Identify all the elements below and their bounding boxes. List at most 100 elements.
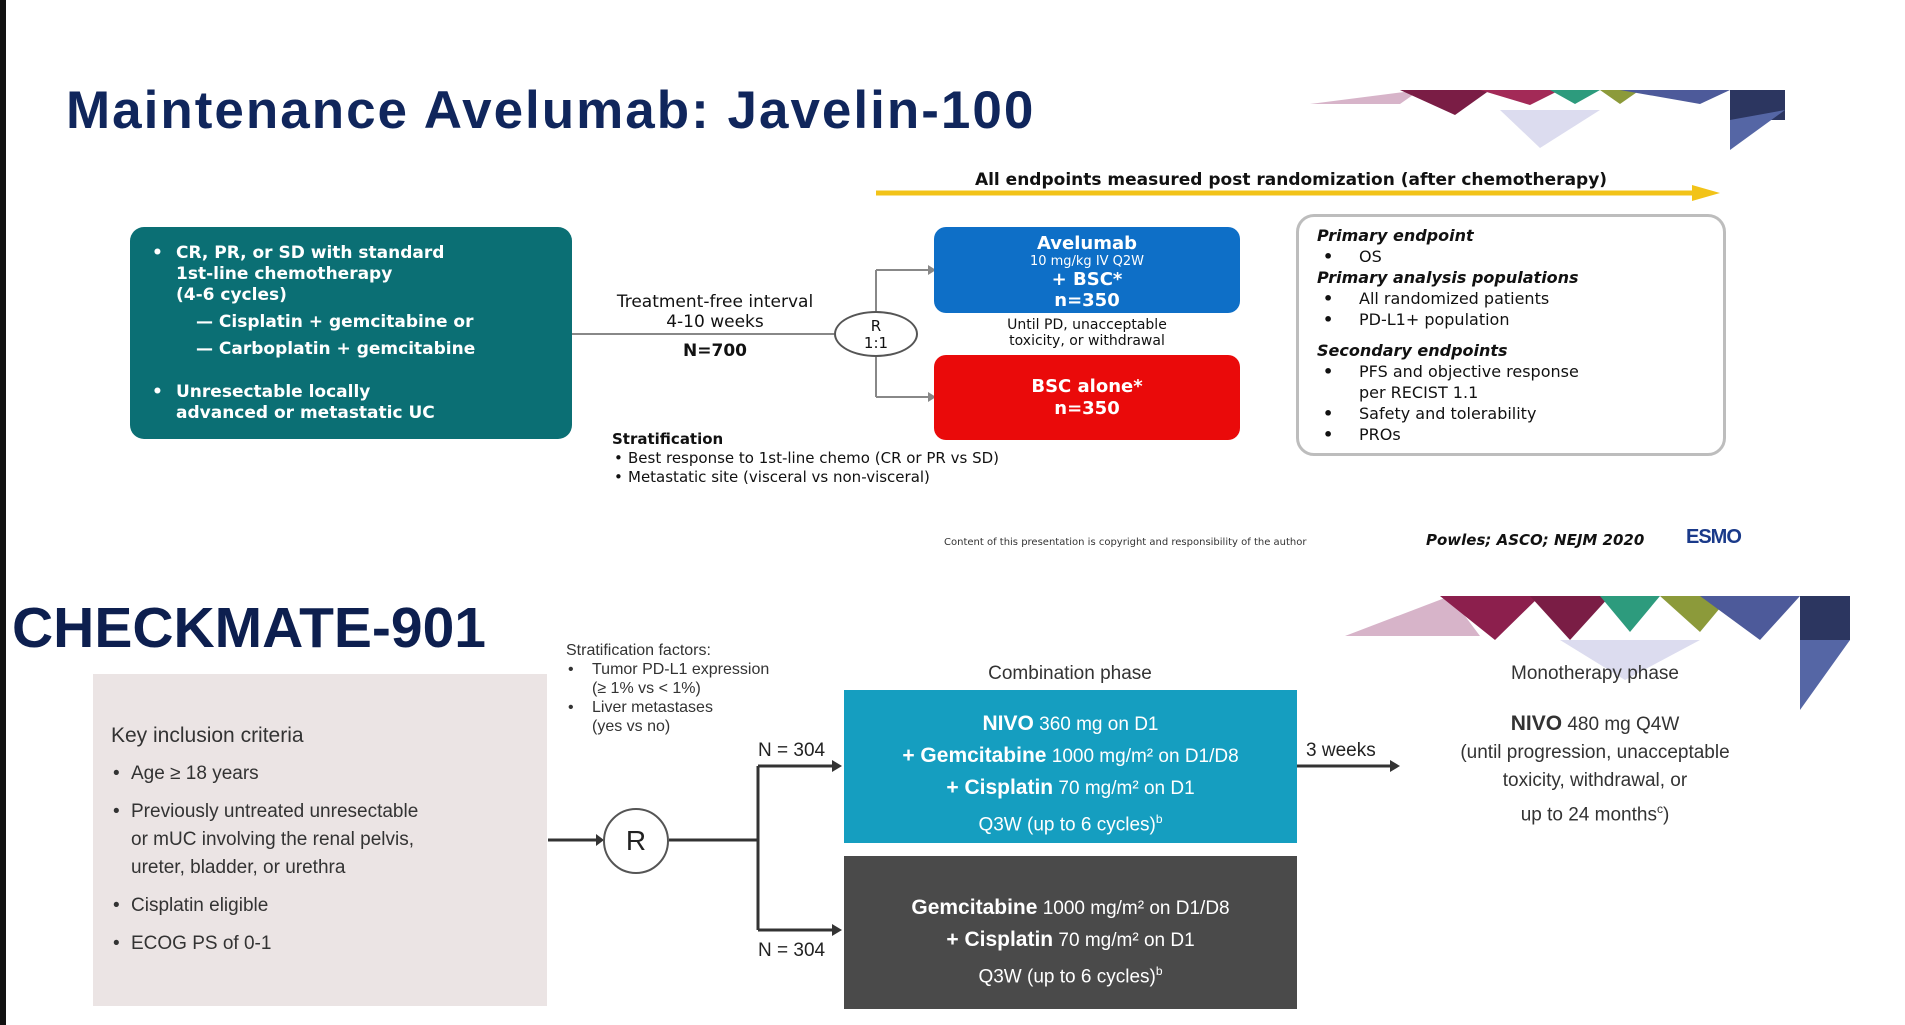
key-item2-line2: or mUC involving the renal pelvis, (131, 829, 415, 850)
populations-heading: Primary analysis populations (1317, 268, 1579, 287)
avelumab-n: n=350 (1054, 290, 1120, 311)
key-item2-line1: Previously untreated unresectable (131, 801, 419, 822)
n-upper-label: N = 304 (758, 740, 826, 761)
endpoints-box: Primary endpoint OS Primary analysis pop… (1296, 214, 1726, 456)
nivo-drug: NIVO (982, 712, 1034, 735)
until-line1: Until PD, unacceptable (1007, 317, 1167, 333)
inclusion-box: CR, PR, or SD with standard 1st-line che… (130, 227, 572, 439)
endpoints-banner-text: All endpoints measured post randomizatio… (974, 170, 1608, 190)
mono-close-paren: ) (1662, 804, 1670, 826)
cis-dose: 70 mg/m² on D1 (1053, 778, 1195, 799)
randomization-r: R (870, 317, 882, 335)
javelin-title: Maintenance Avelumab: Javelin-100 (66, 81, 1036, 140)
mono-duration: up to 24 months (1520, 804, 1657, 826)
total-n-label: N=700 (683, 341, 747, 361)
tfi-line1: Treatment-free interval (616, 292, 814, 312)
yellow-timeline-arrow (876, 185, 1720, 201)
combination-phase-label: Combination phase (988, 663, 1152, 684)
nivo-line2: + Gemcitabine 1000 mg/m² on D1/D8 (844, 740, 1297, 772)
citation: Powles; ASCO; NEJM 2020 (1426, 531, 1645, 549)
nivo-schedule: Q3W (up to 6 cycles) (978, 814, 1156, 836)
gem-line3: Q3W (up to 6 cycles)b (844, 956, 1297, 992)
nivo-line4: Q3W (up to 6 cycles)b (844, 804, 1297, 840)
copyright-notice: Content of this presentation is copyrigh… (944, 537, 1307, 548)
key-inclusion-item: ECOG PS of 0-1 (111, 930, 529, 958)
monotherapy-details: NIVO 480 mg Q4W (until progression, unac… (1405, 710, 1785, 829)
key-inclusion-item: Previously untreated unresectable or mUC… (111, 798, 529, 882)
secondary-item-2: Safety and tolerability (1317, 403, 1705, 424)
key-inclusion-item: Age ≥ 18 years (111, 760, 529, 788)
nivo-dose: 360 mg on D1 (1033, 714, 1159, 735)
randomization-ratio: 1:1 (863, 334, 889, 352)
inclusion-b1-line3: (4-6 cycles) (176, 285, 287, 305)
left-edge-bar (0, 0, 6, 1025)
inclusion-b2-line1: Unresectable locally (176, 382, 371, 402)
bsc-arm-box: BSC alone* n=350 (934, 355, 1240, 440)
treatment-free-interval: Treatment-free interval 4-10 weeks (570, 292, 860, 332)
primary-endpoint-heading: Primary endpoint (1317, 226, 1474, 245)
gem-line2: + Cisplatin 70 mg/m² on D1 (844, 924, 1297, 956)
avelumab-arm-box: Avelumab 10 mg/kg IV Q2W + BSC* n=350 (934, 227, 1240, 313)
sf-item-2: Liver metastases (566, 698, 769, 717)
inclusion-b2-line2: advanced or metastatic UC (176, 403, 435, 423)
gem-footnote: b (1155, 964, 1163, 978)
inclusion-sub-2: — Carboplatin + gemcitabine (196, 339, 476, 359)
mono-footnote: c (1656, 802, 1663, 816)
gem-dose: 1000 mg/m² on D1/D8 (1037, 898, 1230, 919)
stratification-factors: Stratification factors: Tumor PD-L1 expr… (566, 641, 769, 736)
stratification-heading: Stratification (612, 430, 724, 448)
gem-dose: 1000 mg/m² on D1/D8 (1046, 746, 1239, 767)
mono-line4: up to 24 monthsc) (1405, 795, 1785, 829)
until-pd-note: Until PD, unacceptable toxicity, or with… (934, 317, 1240, 349)
bottom-banner-decoration (1345, 596, 1850, 710)
key-inclusion-box: Key inclusion criteria Age ≥ 18 years Pr… (93, 674, 547, 1006)
randomization-node: R 1:1 (834, 311, 918, 357)
until-line2: toxicity, or withdrawal (1009, 333, 1165, 349)
mono-line2: (until progression, unacceptable (1460, 742, 1730, 763)
mono-line1: NIVO 480 mg Q4W (1405, 710, 1785, 739)
n-lower-label: N = 304 (758, 940, 826, 961)
sf-heading: Stratification factors: (566, 642, 711, 659)
avelumab-dose: 10 mg/kg IV Q2W (1029, 254, 1145, 269)
nivo-line1: NIVO 360 mg on D1 (844, 708, 1297, 740)
inclusion-sub-1: — Cisplatin + gemcitabine or (196, 312, 474, 332)
mono-dose: 480 mg Q4W (1562, 714, 1680, 735)
three-weeks-label: 3 weeks (1306, 740, 1376, 761)
cis-drug: + Cisplatin (946, 776, 1054, 799)
avelumab-plus-bsc: + BSC* (1051, 269, 1123, 290)
inclusion-b1-line1: CR, PR, or SD with standard (176, 243, 445, 263)
inclusion-bullet-1: CR, PR, or SD with standard 1st-line che… (150, 243, 556, 306)
cis-drug: + Cisplatin (946, 928, 1054, 951)
sf-item-1: Tumor PD-L1 expression (566, 660, 769, 679)
stratification-block: Stratification Best response to 1st-line… (612, 430, 999, 487)
top-banner-decoration (1310, 90, 1785, 150)
secondary-item-1: PFS and objective response per RECIST 1.… (1317, 361, 1705, 403)
secondary-endpoints-heading: Secondary endpoints (1317, 341, 1508, 360)
mono-drug: NIVO (1510, 712, 1563, 735)
stratification-item: Best response to 1st-line chemo (CR or P… (612, 449, 999, 468)
gem-drug: Gemcitabine (911, 896, 1038, 919)
gem-schedule: Q3W (up to 6 cycles) (978, 966, 1156, 988)
tfi-line2: 4-10 weeks (666, 312, 764, 332)
gem-cis-box: Gemcitabine 1000 mg/m² on D1/D8 + Cispla… (844, 856, 1297, 1009)
population-item: PD-L1+ population (1317, 309, 1705, 330)
population-item: All randomized patients (1317, 288, 1705, 309)
secondary-item-3: PROs (1317, 424, 1705, 445)
nivo-footnote: b (1155, 812, 1163, 826)
key-inclusion-heading: Key inclusion criteria (111, 724, 304, 747)
avelumab-name: Avelumab (1036, 233, 1137, 254)
bsc-name: BSC alone* (1031, 376, 1143, 397)
secondary-item1-line2: per RECIST 1.1 (1359, 383, 1479, 402)
monotherapy-phase-label: Monotherapy phase (1511, 663, 1679, 684)
gem-line1: Gemcitabine 1000 mg/m² on D1/D8 (844, 892, 1297, 924)
nivo-line3: + Cisplatin 70 mg/m² on D1 (844, 772, 1297, 804)
bsc-n: n=350 (1054, 398, 1120, 419)
checkmate-title: CHECKMATE-901 (12, 596, 487, 660)
nivo-combo-box: NIVO 360 mg on D1 + Gemcitabine 1000 mg/… (844, 690, 1297, 843)
key-item2-line3: ureter, bladder, or urethra (131, 857, 346, 878)
primary-endpoint-item: OS (1317, 246, 1705, 267)
sf-item-2-cont: (yes vs no) (592, 718, 671, 735)
mono-line3: toxicity, withdrawal, or (1502, 770, 1688, 791)
secondary-item1-line1: PFS and objective response (1359, 362, 1579, 381)
